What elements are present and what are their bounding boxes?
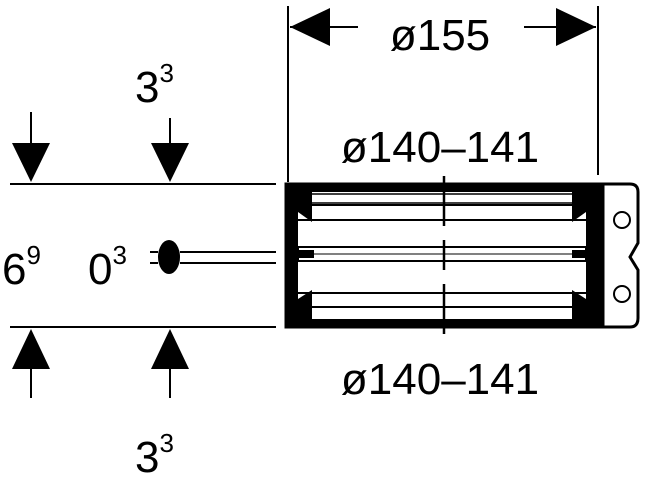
- arrow-up-icon: [12, 329, 50, 369]
- seal-thickness-label: 03: [88, 240, 127, 294]
- inner-diameter-bottom-label: ø140–141: [341, 355, 539, 404]
- top-offset-label: 33: [135, 58, 174, 112]
- arrow-left-icon: [290, 8, 330, 46]
- bottom-offset-dimension: 33: [12, 329, 189, 479]
- arrow-down-icon: [151, 143, 189, 182]
- inner-diameter-top-label: ø140–141: [341, 123, 539, 172]
- bottom-offset-label: 33: [135, 428, 174, 479]
- outer-diameter-dimension: ø155: [287, 6, 599, 182]
- hole-icon: [613, 285, 631, 303]
- seal-cross-section-icon: [158, 240, 180, 274]
- ring-cross-section: [284, 176, 640, 334]
- seal-thickness-dimension: 03: [88, 240, 276, 294]
- top-offset-dimension: 33: [12, 58, 189, 182]
- seal-height-label: 69: [2, 240, 41, 294]
- outer-diameter-label: ø155: [390, 11, 490, 60]
- arrow-right-icon: [556, 8, 596, 46]
- hole-icon: [613, 211, 631, 229]
- arrow-up-icon: [151, 329, 189, 369]
- arrow-down-icon: [12, 143, 50, 182]
